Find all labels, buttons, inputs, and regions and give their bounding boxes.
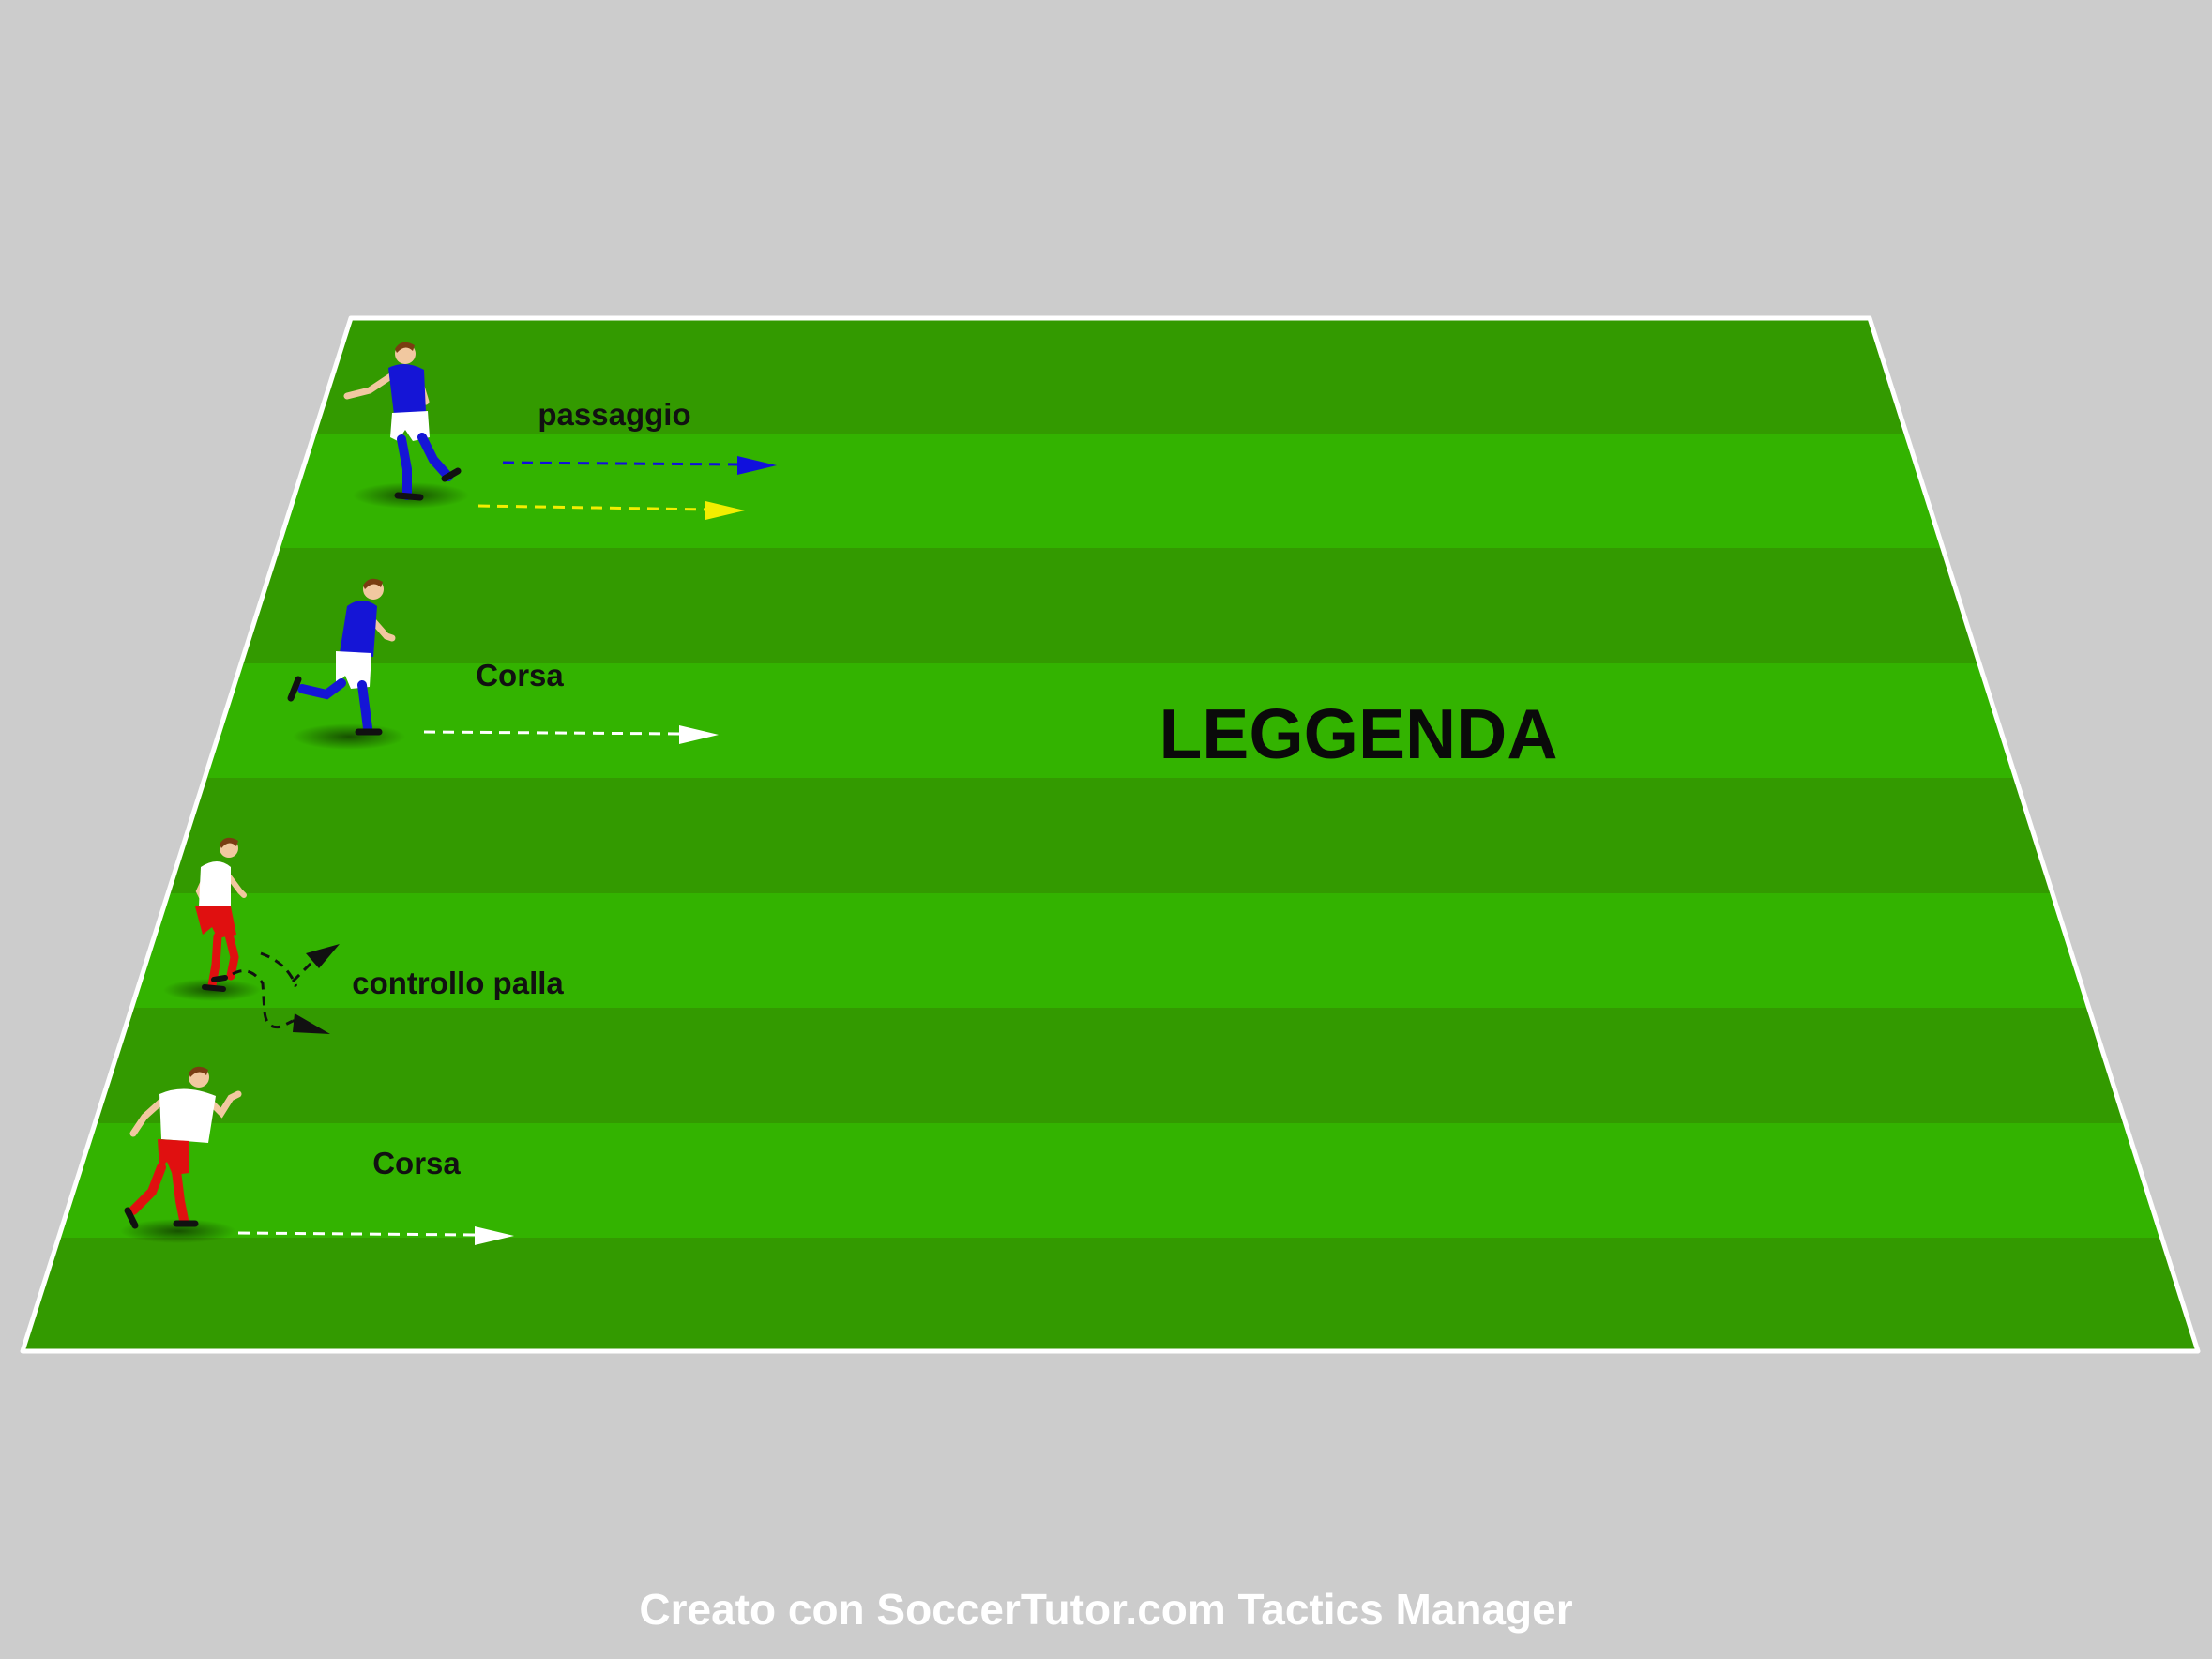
blue-player-running-icon	[287, 578, 396, 736]
player-shadow	[120, 1219, 236, 1243]
credit-text: Creato con SoccerTutor.com Tactics Manag…	[639, 1585, 1572, 1634]
legend-item-pass: passaggio	[343, 342, 777, 520]
pass-arrow-yellow	[477, 501, 745, 520]
run-arrow-white	[423, 725, 719, 744]
pitch	[20, 315, 2201, 1354]
legend-label-run-blue: Corsa	[476, 658, 564, 693]
blue-player-kicking-icon	[343, 342, 462, 501]
legend-item-ball-control: controllo palla	[163, 837, 564, 1034]
pass-arrow-blue	[502, 456, 777, 475]
player-shadow	[293, 723, 405, 750]
pitch-boundary-line	[20, 315, 2201, 1354]
legend-label-pass: passaggio	[538, 397, 690, 432]
legend-item-run-red: Corsa	[120, 1066, 514, 1245]
legend-item-run-blue: Corsa	[287, 578, 719, 750]
legend-label-run-red: Corsa	[372, 1146, 461, 1180]
run-arrow-white	[237, 1226, 514, 1245]
red-player-dribbling-icon	[195, 837, 247, 992]
red-player-running-icon	[124, 1066, 242, 1229]
legend-title: LEGGENDA	[1159, 694, 1557, 773]
dribble-arrows	[232, 944, 340, 1034]
pitch-stripes	[23, 318, 2198, 1351]
legend-label-ball-control: controllo palla	[352, 966, 564, 1000]
